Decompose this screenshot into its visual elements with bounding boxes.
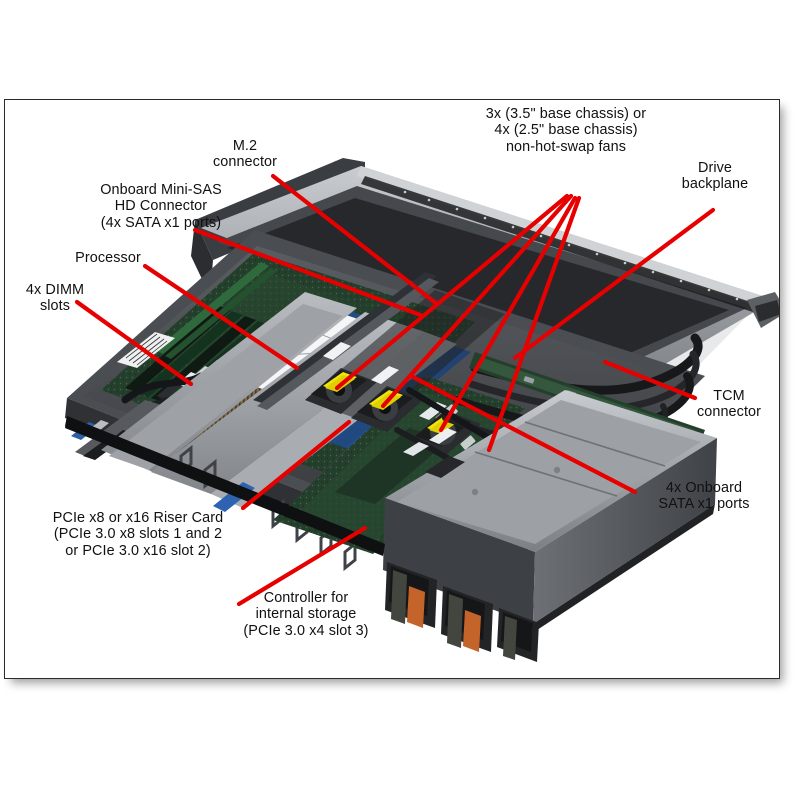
drive-bay-3: [497, 608, 539, 662]
callout-dimm-slots: 4x DIMM slots: [25, 282, 85, 315]
callout-riser-card: PCIe x8 or x16 Riser Card (PCIe 3.0 x8 s…: [52, 510, 224, 559]
callout-m2-connector: M.2 connector: [212, 138, 278, 171]
drive-bay-block: [383, 390, 717, 662]
callout-processor: Processor: [75, 250, 141, 266]
drive-bay-1: [385, 562, 437, 628]
figure-frame: 3x (3.5" base chassis) or 4x (2.5" base …: [4, 99, 780, 679]
callout-internal-storage-controller: Controller for internal storage (PCIe 3.…: [243, 590, 369, 639]
callout-onboard-mini-sas: Onboard Mini-SAS HD Connector (4x SATA x…: [100, 182, 222, 231]
callout-onboard-sata-ports: 4x Onboard SATA x1 ports: [658, 480, 750, 513]
callout-drive-backplane: Drive backplane: [681, 160, 749, 193]
leader-lines: [74, 173, 716, 607]
figure-canvas: 3x (3.5" base chassis) or 4x (2.5" base …: [5, 100, 779, 678]
callout-tcm-connector: TCM connector: [696, 388, 762, 421]
callout-fans: 3x (3.5" base chassis) or 4x (2.5" base …: [485, 106, 647, 155]
drive-bay-2: [441, 586, 493, 652]
